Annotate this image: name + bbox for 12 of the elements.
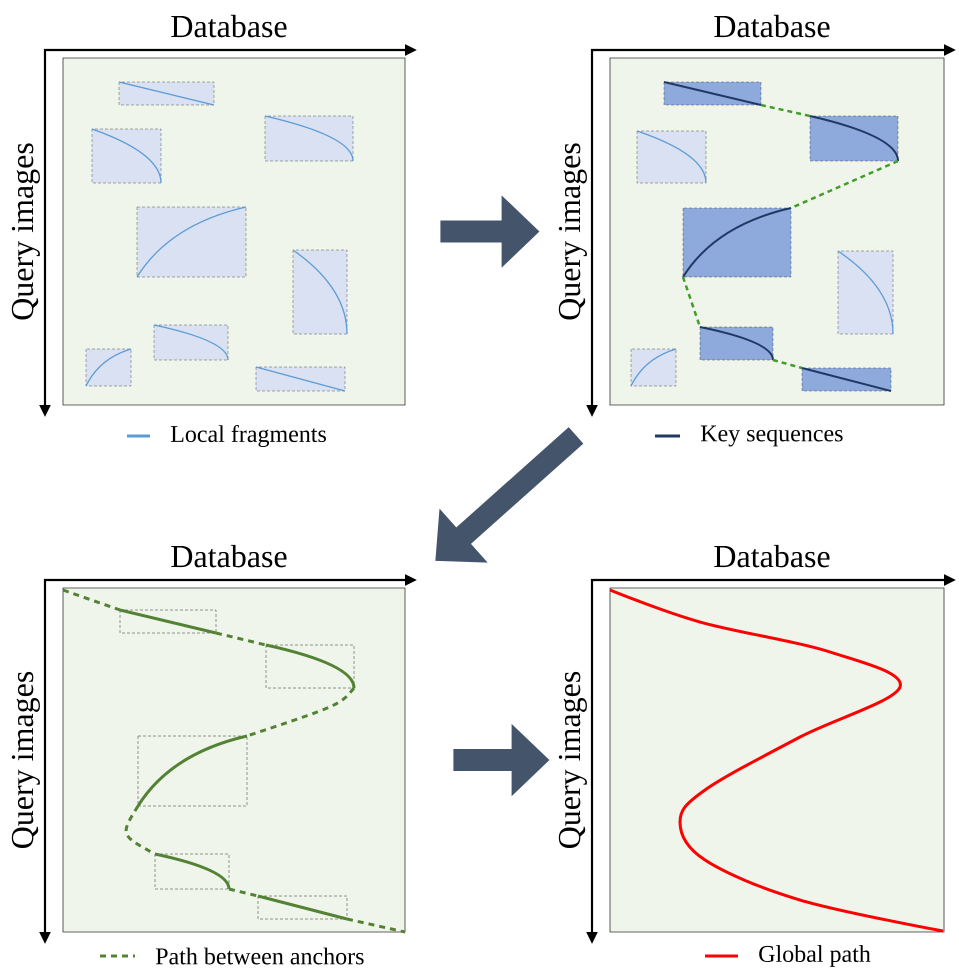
axis-title: Database (714, 14, 830, 38)
legend-text: Path between anchors (156, 948, 364, 964)
axis-title: Query images (12, 143, 40, 320)
axis-title: Query images (12, 672, 40, 848)
legend-text: Global path (759, 945, 871, 967)
axis-title: Query images (558, 672, 587, 848)
axis-title: Database (714, 544, 830, 568)
legend-text: Local fragments (170, 424, 326, 448)
axis-title: Query images (558, 143, 587, 320)
legend-text: Key sequences (700, 426, 843, 446)
axis-title: Database (171, 544, 287, 568)
axis-title: Database (171, 14, 287, 38)
